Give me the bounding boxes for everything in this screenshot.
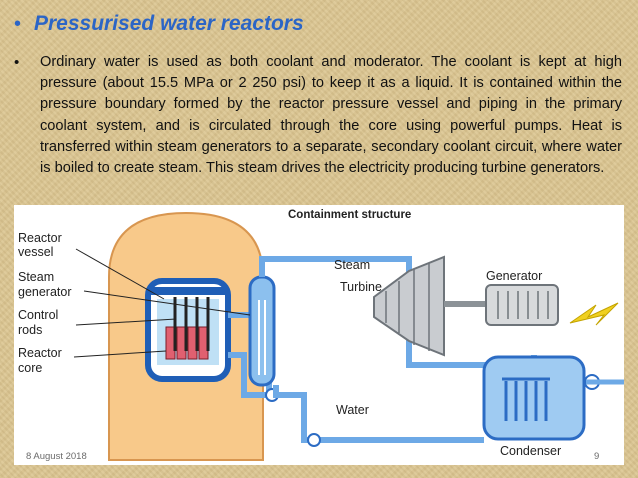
heading-text: Pressurised water reactors [34,12,304,35]
pwr-diagram-svg: Containment structure Reactor vessel Ste… [14,205,624,465]
vessel-flange [148,287,228,295]
label-containment: Containment structure [288,209,411,221]
condenser [482,355,586,441]
label-reactor-vessel-1: Reactor [18,231,62,245]
primary-loop-pipes [228,312,272,398]
label-steam-generator-2: generator [18,285,72,299]
steam-generator [248,275,276,387]
turbine [373,255,445,357]
pwr-diagram: Containment structure Reactor vessel Ste… [14,205,624,465]
paragraph-text: Ordinary water is used as both coolant a… [40,54,622,177]
label-turbine: Turbine [340,280,382,294]
generator [485,284,559,326]
label-steam-generator-1: Steam [18,270,54,284]
feed-pump-icon [307,433,321,447]
label-steam: Steam [334,258,370,272]
label-reactor-core-2: core [18,361,42,375]
label-generator: Generator [486,269,542,283]
footer-page-number: 9 [594,451,600,462]
heading-bullet: • [14,13,22,35]
label-reactor-core-1: Reactor [18,346,62,360]
footer-date: 8 August 2018 [26,451,87,462]
paragraph-bullet: • [14,54,20,71]
label-leader-lines [73,248,251,358]
label-condenser: Condenser [500,444,561,458]
label-water: Water [336,403,369,417]
body-paragraph: • Ordinary water is used as both coolant… [14,52,622,179]
condenser-coils [502,377,550,421]
generator-fins [497,291,549,319]
steam-generator-tubes [258,300,266,375]
label-control-rods-2: rods [18,323,42,337]
slide-heading: • Pressurised water reactors [14,10,304,38]
label-reactor-vessel-2: vessel [18,245,53,259]
turbine-shaft [444,301,486,307]
electricity-bolt-icon [569,302,619,326]
label-control-rods-1: Control [18,308,58,322]
